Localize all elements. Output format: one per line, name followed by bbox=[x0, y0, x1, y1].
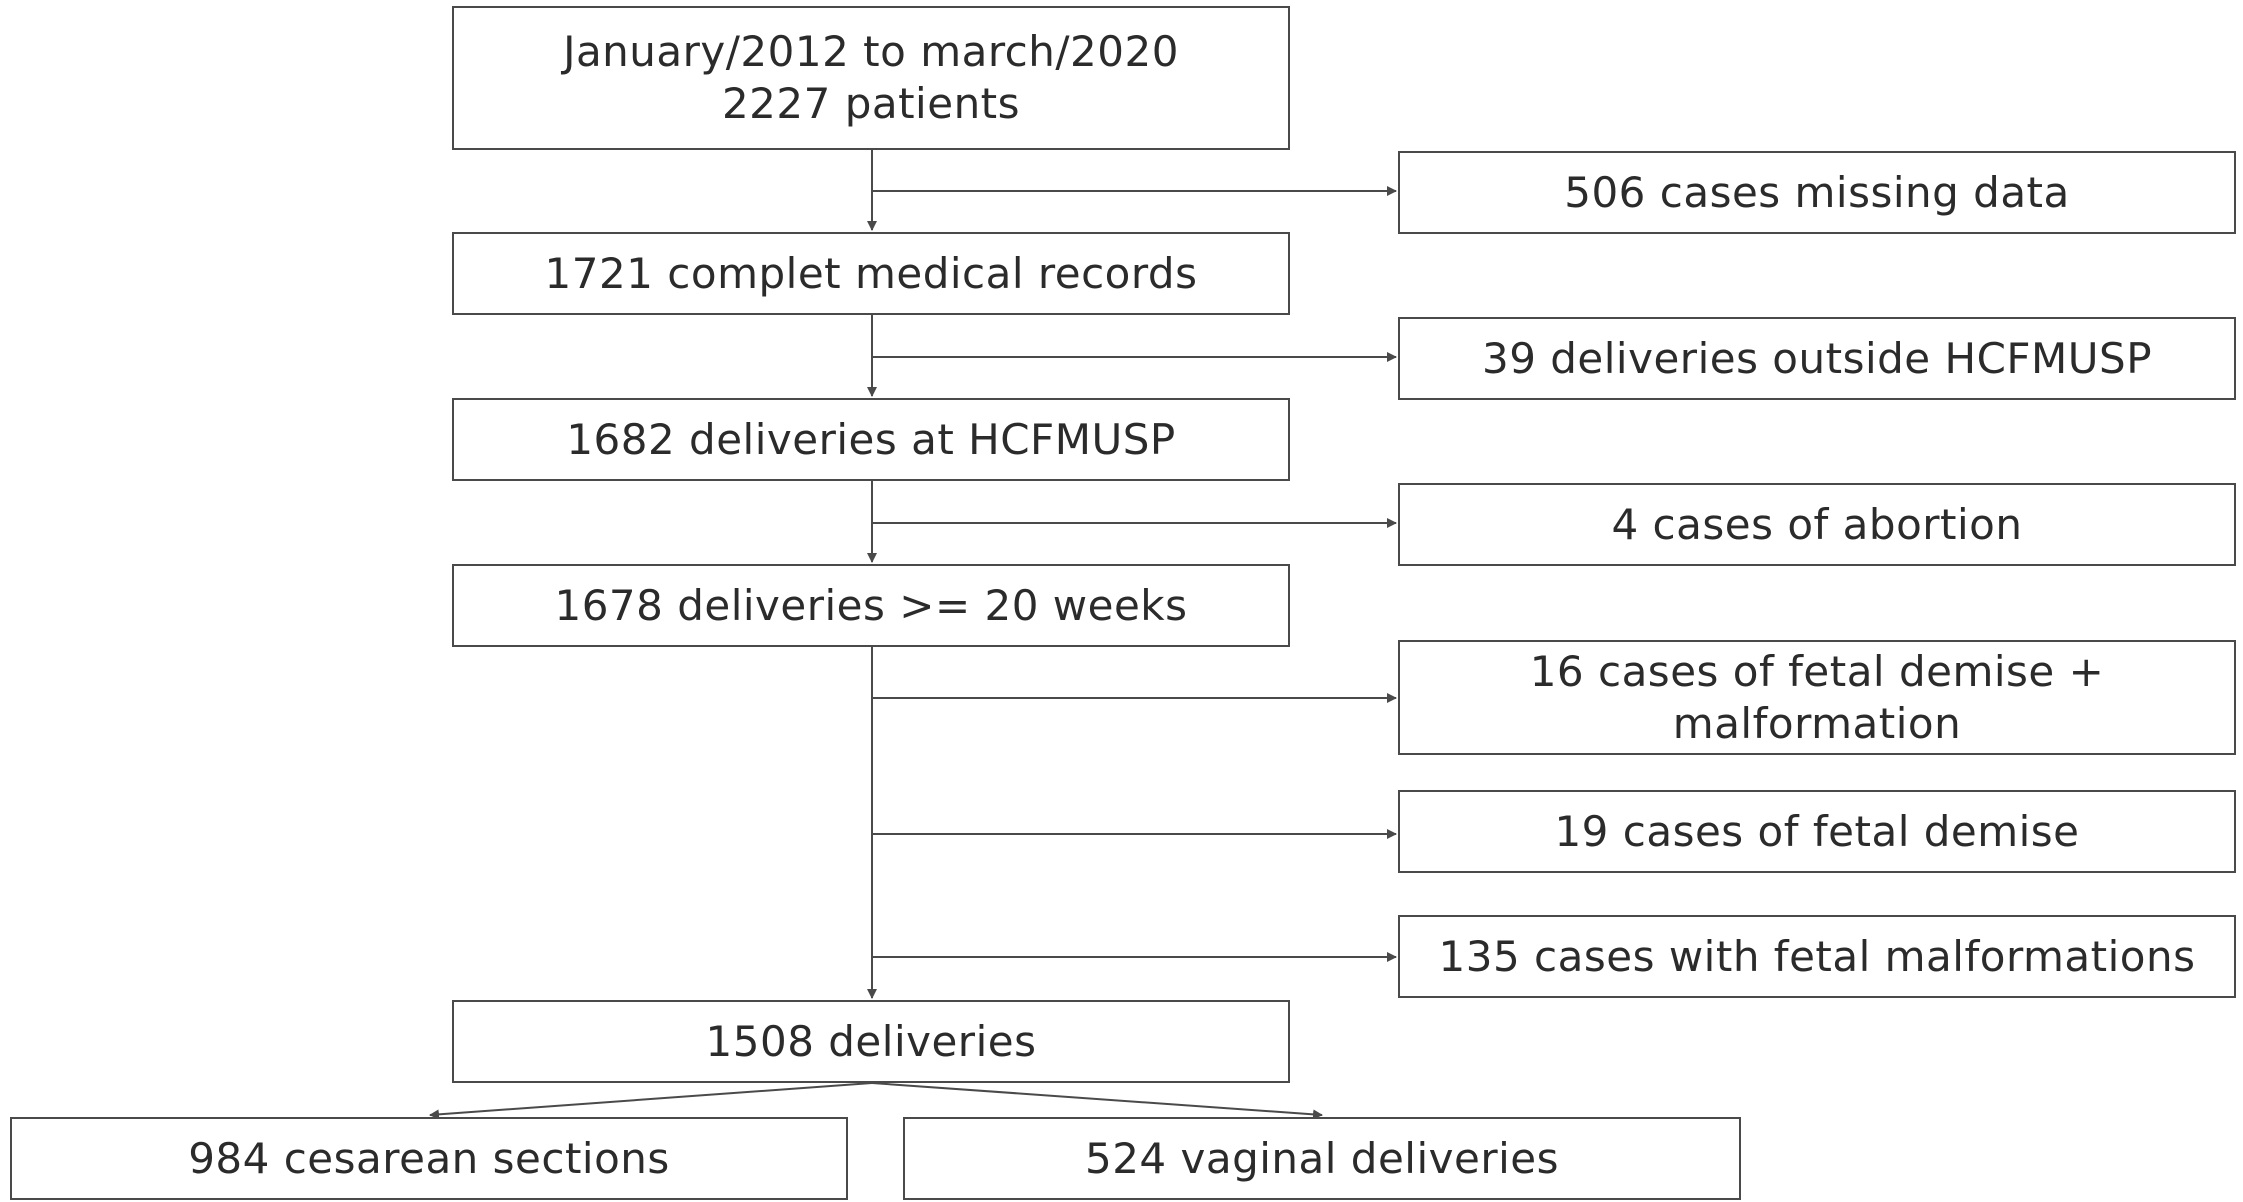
exclusion-demise-malformation-box: 16 cases of fetal demise + malformation bbox=[1398, 640, 2236, 755]
arrow-to-cesarean bbox=[429, 1082, 873, 1120]
exclusion-missing-data-box: 506 cases missing data bbox=[1398, 151, 2236, 234]
exclusion-abortion-text: 4 cases of abortion bbox=[1611, 499, 2023, 549]
complete-records-text: 1721 complet medical records bbox=[544, 248, 1198, 298]
exclusion-abortion-box: 4 cases of abortion bbox=[1398, 483, 2236, 566]
exclusion-fetal-demise-box: 19 cases of fetal demise bbox=[1398, 790, 2236, 873]
exclusion-malformations-box: 135 cases with fetal malformations bbox=[1398, 915, 2236, 998]
deliveries-20-weeks-box: 1678 deliveries >= 20 weeks bbox=[452, 564, 1290, 647]
cesarean-sections-text: 984 cesarean sections bbox=[188, 1133, 670, 1183]
exclusion-missing-data-text: 506 cases missing data bbox=[1564, 167, 2070, 217]
exclusion-outside-hcfmusp-box: 39 deliveries outside HCFMUSP bbox=[1398, 317, 2236, 400]
exclusion-malformations-text: 135 cases with fetal malformations bbox=[1438, 931, 2196, 981]
exclusion-demise-malformation-line2: malformation bbox=[1672, 698, 1962, 748]
arrow-to-vaginal bbox=[871, 1082, 1323, 1120]
deliveries-20-weeks-text: 1678 deliveries >= 20 weeks bbox=[554, 580, 1188, 630]
vaginal-deliveries-text: 524 vaginal deliveries bbox=[1084, 1133, 1559, 1183]
exclusion-demise-malformation-line1: 16 cases of fetal demise + bbox=[1529, 646, 2105, 696]
exclusion-outside-hcfmusp-text: 39 deliveries outside HCFMUSP bbox=[1481, 333, 2153, 383]
final-deliveries-text: 1508 deliveries bbox=[705, 1016, 1037, 1066]
study-period-box: January/2012 to march/2020 2227 patients bbox=[452, 6, 1290, 150]
total-patients-text: 2227 patients bbox=[721, 79, 1021, 128]
complete-records-box: 1721 complet medical records bbox=[452, 232, 1290, 315]
final-deliveries-box: 1508 deliveries bbox=[452, 1000, 1290, 1083]
cesarean-sections-box: 984 cesarean sections bbox=[10, 1117, 848, 1200]
hcfmusp-deliveries-text: 1682 deliveries at HCFMUSP bbox=[566, 414, 1176, 464]
study-period-text: January/2012 to march/2020 bbox=[563, 27, 1179, 76]
hcfmusp-deliveries-box: 1682 deliveries at HCFMUSP bbox=[452, 398, 1290, 481]
vaginal-deliveries-box: 524 vaginal deliveries bbox=[903, 1117, 1741, 1200]
exclusion-fetal-demise-text: 19 cases of fetal demise bbox=[1554, 806, 2080, 856]
